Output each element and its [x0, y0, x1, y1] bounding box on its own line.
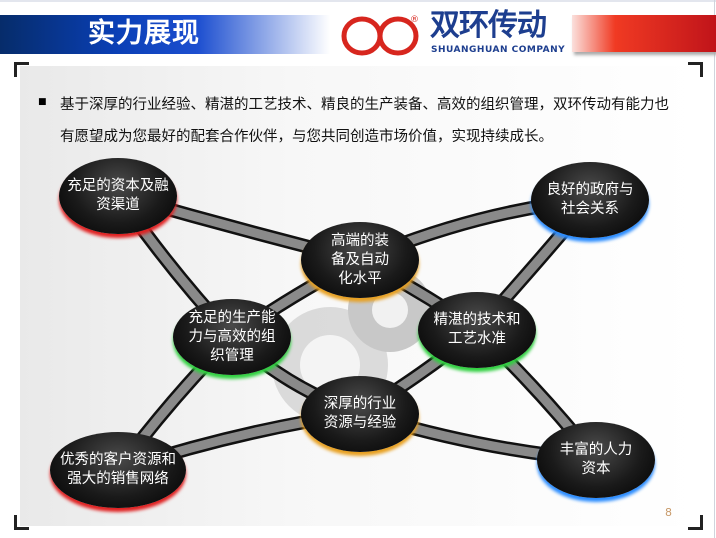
logo-text-en: SHUANGHUAN COMPANY — [431, 45, 566, 55]
title-banner — [0, 15, 330, 54]
node-label: 深厚的行业资源与经验 — [323, 396, 397, 431]
corner-mark — [688, 62, 703, 77]
node-customers: 优秀的客户资源和强大的销售网络 — [50, 432, 186, 508]
node-human-capital: 丰富的人力资本 — [537, 422, 655, 498]
corner-mark — [688, 515, 703, 530]
node-label: 精湛的技术和工艺水准 — [433, 312, 521, 347]
node-industry: 深厚的行业资源与经验 — [301, 376, 419, 452]
registered-mark: ® — [410, 15, 419, 25]
node-equipment: 高端的装备及自动化水平 — [301, 222, 419, 298]
node-label: 充足的资本及融资渠道 — [67, 178, 169, 213]
intro-text: 基于深厚的行业经验、精湛的工艺技术、精良的生产装备、高效的组织管理，双环传动有能… — [60, 97, 669, 145]
node-technology: 精湛的技术和工艺水准 — [418, 292, 536, 368]
node-label: 丰富的人力资本 — [559, 442, 633, 477]
page-number: 8 — [665, 506, 672, 519]
corner-mark — [14, 62, 29, 77]
node-production: 充足的生产能力与高效的组织管理 — [173, 299, 291, 375]
node-label: 优秀的客户资源和强大的销售网络 — [60, 452, 176, 487]
bullet-icon: ■ — [38, 97, 47, 107]
node-capital: 充足的资本及融资渠道 — [59, 158, 177, 234]
node-label: 高端的装备及自动化水平 — [331, 232, 389, 287]
node-government: 良好的政府与社会关系 — [531, 162, 649, 238]
company-logo-icon: ® — [341, 15, 419, 56]
logo-text-cn: 双环传动 — [430, 8, 547, 43]
corner-mark — [14, 515, 29, 530]
right-border — [714, 0, 715, 538]
red-banner — [572, 15, 716, 52]
slide-title: 实力展现 — [88, 18, 200, 49]
node-label: 充足的生产能力与高效的组织管理 — [188, 309, 276, 364]
top-border — [0, 0, 716, 2]
node-label: 良好的政府与社会关系 — [546, 182, 634, 217]
